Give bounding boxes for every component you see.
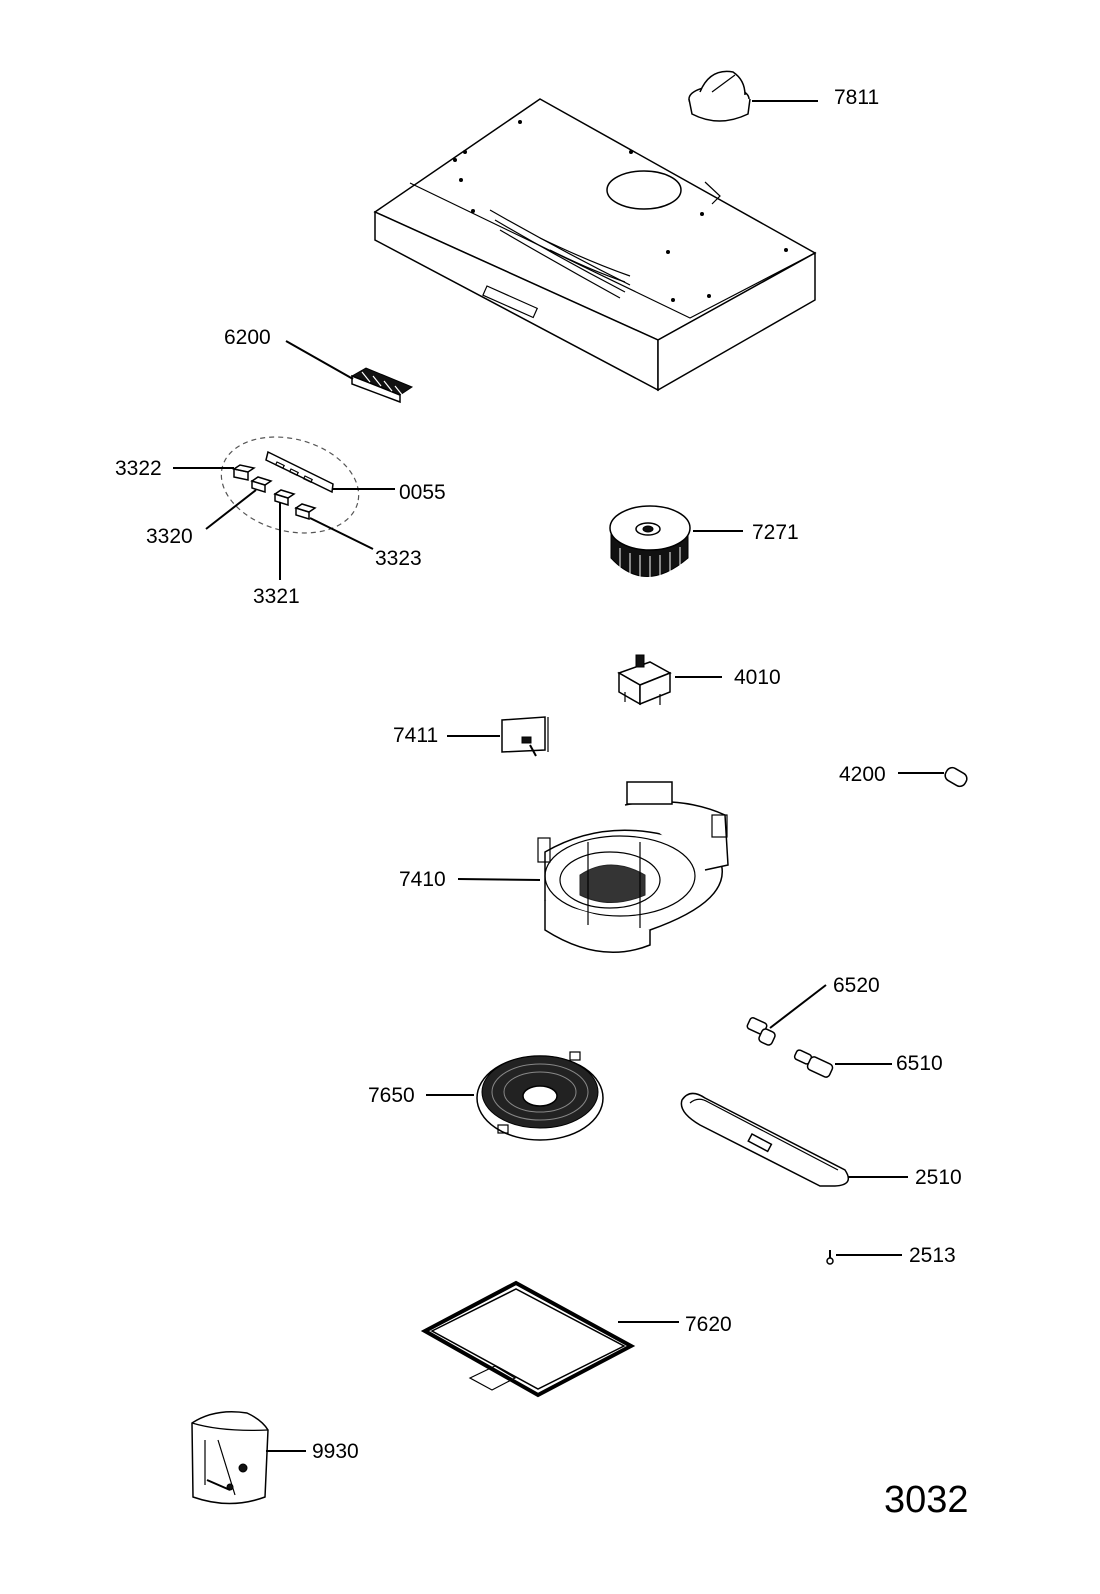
label-7411: 7411 [393,724,439,747]
label-7271: 7271 [752,521,799,544]
label-7650: 7650 [368,1084,415,1107]
part-7410-housing [537,781,729,954]
part-6510-lamp [793,1049,834,1078]
part-6520-lampholder [746,1016,776,1046]
part-6200-switch [350,367,414,404]
hood-vent-slots [489,209,631,299]
leader-6520 [769,984,827,1029]
control-panel-group [220,436,360,534]
label-2513: 2513 [909,1244,956,1267]
label-7811: 7811 [834,86,880,109]
part-2513-screw [826,1250,834,1265]
label-3322: 3322 [115,457,162,480]
leader-3323 [309,517,374,550]
leader-3320 [205,489,257,530]
label-7410: 7410 [399,868,446,891]
range-hood-body [373,98,817,392]
leader-7410 [457,878,541,881]
part-4200-lamp [944,766,968,788]
part-7650-fan [476,1051,604,1141]
diagram-number: 3032 [884,1479,969,1521]
label-2510: 2510 [915,1166,962,1189]
leader-6200 [285,340,354,380]
part-0055-panel [265,450,334,494]
part-7811-damper [688,70,751,122]
label-9930: 9930 [312,1440,359,1463]
label-7620: 7620 [685,1313,732,1336]
label-0055: 0055 [399,481,446,504]
part-7620-filter [420,1280,636,1398]
part-2510-cover [680,1092,850,1187]
label-3323: 3323 [375,547,422,570]
part-7411-bracket [501,716,549,757]
label-6520: 6520 [833,974,880,997]
label-6200: 6200 [224,326,271,349]
label-3320: 3320 [146,525,193,548]
part-7271-motor [609,505,691,578]
label-6510: 6510 [896,1052,943,1075]
label-3321: 3321 [253,585,300,608]
label-4010: 4010 [734,666,781,689]
part-4010-component [617,654,672,706]
part-9930-bag [191,1411,269,1505]
label-4200: 4200 [839,763,886,786]
